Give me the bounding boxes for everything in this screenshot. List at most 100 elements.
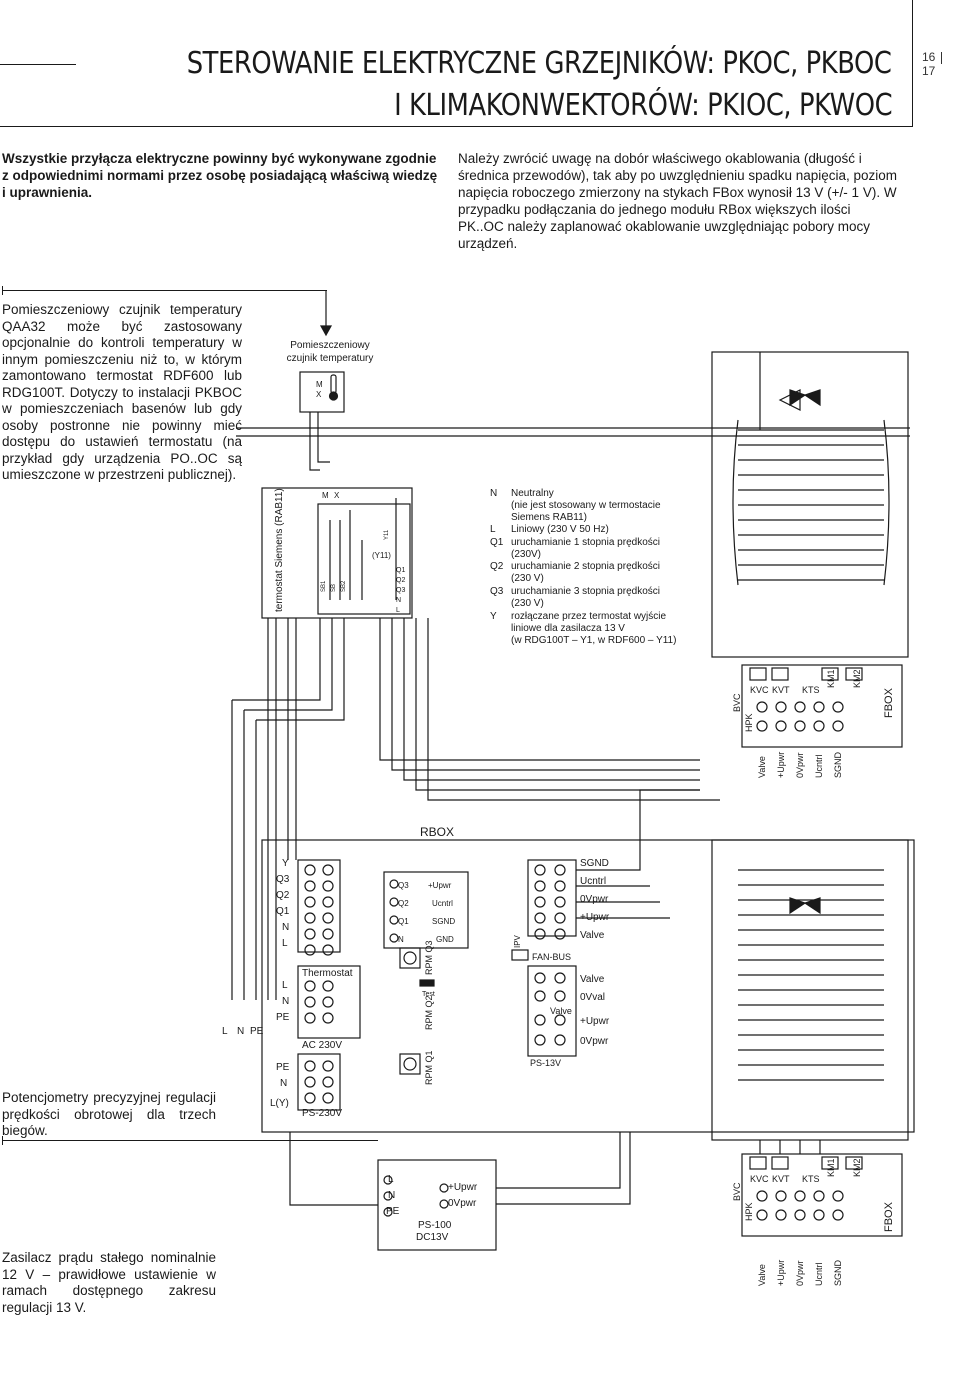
- rbox-thermostat: Thermostat: [302, 968, 353, 979]
- rbox-ipv: IPV: [513, 934, 522, 948]
- cable-bundle-mains: [231, 700, 257, 1000]
- fbox-lower-kvt: KVT: [772, 1174, 790, 1184]
- mains-n: N: [237, 1026, 244, 1037]
- room-sensor-box: [299, 371, 345, 413]
- fbox-upper-km2: KM2: [852, 669, 862, 688]
- fbox-lower-kts: KTS: [802, 1174, 820, 1184]
- rbox-mid-ucntrl: Ucntrl: [432, 899, 453, 908]
- ps100-label1: PS-100: [418, 1220, 452, 1231]
- ps100-terminals: [383, 1175, 449, 1217]
- header-rule-bottom: [0, 126, 913, 127]
- rbox-right-ucntrl: Ucntrl: [580, 876, 606, 887]
- rbox-right-0vpwr2: 0Vpwr: [580, 1036, 609, 1047]
- fbox-upper-valve: Valve: [757, 756, 767, 778]
- thermometer-icon: [330, 374, 337, 394]
- fbox-upper-kvc: KVC: [750, 685, 769, 695]
- rbox-label: RBOX: [420, 825, 454, 839]
- fbox-upper-0vpwr: 0Vpwr: [795, 752, 805, 778]
- ps100-label2: DC13V: [416, 1232, 449, 1243]
- cable-bundle-right: [379, 618, 720, 801]
- legend-n-3: Siemens RAB11): [511, 512, 587, 523]
- fbox-lower-label: FBOX: [883, 1201, 895, 1232]
- thermostat-l: L: [396, 607, 400, 614]
- rpm-q3: RPM Q3: [424, 940, 434, 975]
- rbox-right-upwr: +Upwr: [580, 912, 610, 923]
- fbox-upper-hpk: HPK: [744, 713, 754, 732]
- sensor-pointer-arrow: [319, 325, 333, 337]
- fbox-upper-terminals: [749, 667, 863, 732]
- thermostat-sb: SB: [331, 584, 337, 592]
- rpm-potentiometers: [399, 947, 435, 1075]
- ps230-block: [297, 1053, 341, 1111]
- sensor-note-pointer: [2, 290, 327, 291]
- page-title-line1: STEROWANIE ELEKTRYCZNE GRZEJNIKÓW: PKOC,…: [187, 46, 892, 81]
- rbox-ac-n: N: [282, 996, 289, 1007]
- rbox-right-0vval: 0Vval: [580, 992, 605, 1003]
- thermostat-sb1: SB1: [321, 580, 327, 592]
- rbox-right-wires: [576, 789, 700, 919]
- lower-heater-frame: [711, 839, 909, 1141]
- ps100-l: L: [388, 1174, 394, 1185]
- rbox-ac-pe: PE: [276, 1012, 290, 1023]
- fbox-upper-bvc: BVC: [732, 693, 742, 712]
- upper-heater-frame: [711, 351, 909, 658]
- rbox-term-y: Y: [282, 858, 289, 869]
- rbox-ps-label: PS-230V: [302, 1108, 342, 1119]
- rbox-mid-sgnd: SGND: [432, 917, 455, 926]
- ps100-0vpwr: 0Vpwr: [448, 1198, 477, 1209]
- thermostat-term-x: X: [334, 491, 340, 500]
- sensor-label-2: czujnik temperatury: [287, 353, 374, 364]
- fbox-lower-bvc: BVC: [732, 1182, 742, 1201]
- fbox-lower-km1: KM1: [826, 1158, 836, 1177]
- rbox-ac-label: AC 230V: [302, 1040, 342, 1051]
- cable-bundle-left: [267, 618, 297, 1000]
- rbox-valve-mid: Valve: [550, 1006, 572, 1016]
- cable-horizontal: [236, 427, 910, 437]
- legend-q1-2: (230V): [511, 549, 541, 560]
- rpm-q1: RPM Q1: [424, 1050, 434, 1085]
- upper-heater-fins: [732, 419, 890, 586]
- potentiometer-note: Potencjometry precyzyjnej regulacji pręd…: [2, 1090, 216, 1138]
- page-number-sep: [940, 51, 942, 64]
- thermostat-y11-top: Y11: [384, 529, 390, 540]
- thermostat-label: termostat Siemens (RAB11): [274, 488, 285, 612]
- cable-bundle-top: [232, 618, 345, 721]
- rbox-ac-l: L: [282, 980, 288, 991]
- thermostat-q2: Q2: [396, 577, 405, 584]
- rbox-mid-q2: Q2: [398, 899, 409, 908]
- rbox-term-n: N: [282, 922, 289, 933]
- fbox-lower-0vpwr: 0Vpwr: [795, 1260, 805, 1286]
- sensor-term-m: M: [316, 380, 323, 389]
- legend: N Neutralny (nie jest stosowany w termos…: [490, 488, 676, 646]
- fbox-upper-kvt: KVT: [772, 685, 790, 695]
- page-number-left: 16: [922, 50, 936, 64]
- thermostat-sb2: SB2: [341, 580, 347, 592]
- rbox-term-q3: Q3: [276, 874, 290, 885]
- rpm-q2: RPM Q2: [424, 995, 434, 1030]
- ps100-n: N: [388, 1190, 395, 1201]
- legend-n-1: Neutralny: [511, 488, 554, 499]
- thermostat-q1: Q1: [396, 567, 405, 574]
- fbox-lower-hpk: HPK: [744, 1202, 754, 1221]
- rbox-right-terminals: [534, 864, 566, 940]
- thermostat-q3: Q3: [396, 587, 405, 594]
- lower-fbox-wires: [759, 1140, 821, 1154]
- legend-y-1: rozłączane przez termostat wyjście: [511, 611, 666, 622]
- rbox-term-l: L: [282, 938, 288, 949]
- legend-q3-2: (230 V): [511, 598, 544, 609]
- rbox-ps-pe: PE: [276, 1062, 290, 1073]
- sensor-cable: [309, 412, 330, 471]
- ps100-upwr: +Upwr: [448, 1182, 478, 1193]
- rbox-frame: [261, 839, 915, 1133]
- fbox-upper-label: FBOX: [883, 687, 895, 718]
- fbox-upper-kts: KTS: [802, 685, 820, 695]
- fbox-upper-upwr: +Upwr: [776, 752, 786, 778]
- legend-key-q2: Q2: [490, 561, 504, 572]
- sensor-note: Pomieszczeniowy czujnik temperatury QAA3…: [2, 302, 242, 482]
- rbox-term-q2: Q2: [276, 890, 290, 901]
- rbox-mid-n: N: [398, 935, 404, 944]
- fbox-upper-sgnd: SGND: [833, 751, 843, 778]
- potentiometer-tick: [2, 1136, 3, 1145]
- header-rule-left: [0, 64, 76, 65]
